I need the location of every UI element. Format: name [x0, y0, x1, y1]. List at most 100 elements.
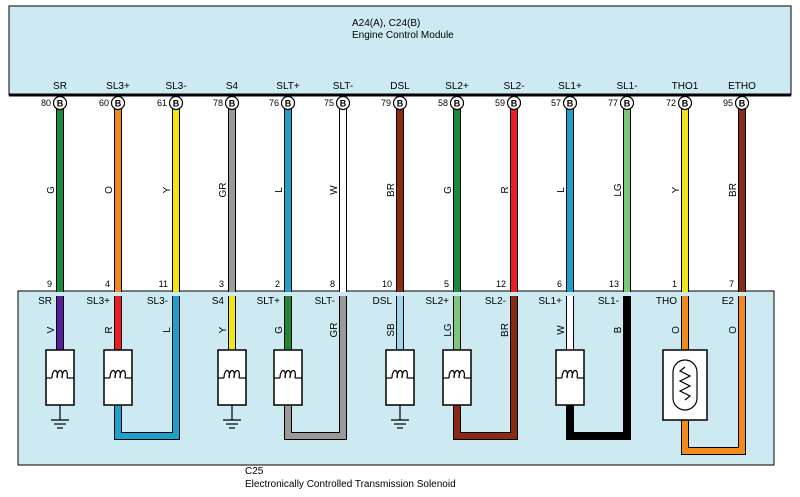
connector-badge-letter: B	[567, 99, 574, 109]
ecm-pin-number: 60	[99, 98, 109, 108]
ecm-pin-number: 75	[324, 98, 334, 108]
solenoid-pin-number: 7	[729, 279, 734, 289]
connector-badge-letter: B	[511, 99, 518, 109]
wire-color-code-upper: Y	[162, 186, 173, 193]
ecm-pin-label: DSL	[390, 81, 410, 92]
solenoid-pin-number: 4	[105, 279, 110, 289]
connector-badge-icon	[280, 95, 296, 111]
connector-badge-letter: B	[624, 99, 631, 109]
solenoid-pin-number: 1	[672, 279, 677, 289]
wire-color-code-upper: Y	[671, 186, 682, 193]
wire-color-code-lower: Y	[218, 326, 229, 333]
ecm-pin-number: 61	[157, 98, 167, 108]
connector-badge-icon	[335, 95, 351, 111]
solenoid-coil-icon	[442, 349, 472, 406]
wire-color-code-lower: O	[728, 326, 739, 334]
ecm-pin-number: 77	[608, 98, 618, 108]
wire-color-code-lower: LG	[443, 323, 454, 337]
wire-color-code-lower: W	[556, 325, 567, 335]
solenoid-pin-number: 10	[382, 279, 392, 289]
connector-badge-icon	[677, 95, 693, 111]
connector-badge-icon	[392, 95, 408, 111]
ecm-connectors-label: A24(A), C24(B)	[352, 18, 420, 29]
solenoid-terminal-label: SLT-	[315, 296, 335, 307]
sl2-return-loop	[453, 296, 518, 440]
solenoid-coil-icon	[45, 349, 75, 406]
slt-return-loop	[284, 296, 347, 440]
solenoid-terminal-label: THO	[656, 296, 677, 307]
connector-badge-icon	[110, 95, 126, 111]
wire-color-code-lower: GR	[329, 323, 340, 338]
connector-badge-letter: B	[682, 99, 689, 109]
wire-color-code-upper: L	[274, 187, 285, 193]
solenoid-pin-number: 6	[557, 279, 562, 289]
thermistor-icon	[662, 349, 708, 421]
wire-color-code-upper: G	[46, 186, 57, 194]
solenoid-pin-number: 5	[444, 279, 449, 289]
wire-color-code-upper: GR	[218, 183, 229, 198]
wire-color-code-upper: W	[329, 185, 340, 195]
connector-badge-letter: B	[340, 99, 347, 109]
connector-badge-icon	[52, 95, 68, 111]
ecm-pin-label: SL3+	[106, 81, 130, 92]
wire-color-code-upper: L	[556, 187, 567, 193]
solenoid-coil-icon	[385, 349, 415, 406]
ecm-pin-number: 79	[381, 98, 391, 108]
ecm-pin-label: THO1	[672, 81, 699, 92]
ground-icon	[223, 405, 241, 429]
connector-badge-letter: B	[397, 99, 404, 109]
wire-color-code-lower: L	[162, 327, 173, 333]
ecm-pin-number: 59	[495, 98, 505, 108]
solenoid-coil-icon	[217, 349, 247, 406]
connector-badge-icon	[619, 95, 635, 111]
ground-icon	[391, 405, 409, 429]
solenoid-terminal-label: S4	[212, 296, 225, 307]
solenoid-name-label: Electronically Controlled Transmission S…	[245, 479, 456, 490]
connector-badge-letter: B	[739, 99, 746, 109]
connector-badge-letter: B	[115, 99, 122, 109]
ecm-pin-label: SL1-	[616, 81, 637, 92]
solenoid-terminal-label: SL3-	[147, 296, 168, 307]
ecm-pin-label: SR	[53, 81, 67, 92]
connector-badge-letter: B	[229, 99, 236, 109]
connector-badge-icon	[224, 95, 240, 111]
solenoid-pin-number: 12	[496, 279, 506, 289]
wire-color-code-lower: B	[613, 326, 624, 333]
solenoid-terminal-label: SLT+	[257, 296, 281, 307]
ground-icon	[51, 405, 69, 429]
ecm-pin-label: S4	[226, 81, 239, 92]
wire-color-code-upper: BR	[728, 183, 739, 197]
ecm-pin-label: SL3-	[165, 81, 186, 92]
solenoid-pin-number: 3	[219, 279, 224, 289]
connector-badge-letter: B	[173, 99, 180, 109]
connector-badge-letter: B	[285, 99, 292, 109]
ecm-pin-label: SL2-	[503, 81, 524, 92]
ecm-panel	[8, 5, 792, 96]
wire-color-code-lower: R	[104, 326, 115, 333]
ecm-pin-label: SLT+	[276, 81, 300, 92]
solenoid-coil-icon	[555, 349, 585, 406]
solenoid-terminal-label: SR	[38, 296, 52, 307]
ecm-pin-number: 76	[269, 98, 279, 108]
connector-badge-icon	[449, 95, 465, 111]
solenoid-terminal-label: E2	[722, 296, 735, 307]
ecm-pin-number: 80	[41, 98, 51, 108]
wire-color-code-lower: G	[274, 326, 285, 334]
ecm-pin-number: 57	[551, 98, 561, 108]
wire-color-code-upper: R	[500, 186, 511, 193]
solenoid-coil-icon	[273, 349, 303, 406]
solenoid-terminal-label: DSL	[373, 296, 393, 307]
connector-badge-icon	[562, 95, 578, 111]
sl1-return-loop	[566, 296, 631, 440]
wire-color-code-upper: BR	[386, 183, 397, 197]
tho-return-loop	[681, 296, 746, 455]
solenoid-terminal-label: SL2+	[425, 296, 449, 307]
solenoid-terminal-label: SL1-	[598, 296, 619, 307]
wire-color-code-lower: O	[671, 326, 682, 334]
connector-badge-icon	[734, 95, 750, 111]
solenoid-pin-number: 13	[609, 279, 619, 289]
wire-color-code-lower: BR	[500, 323, 511, 337]
solenoid-connector-label: C25	[245, 466, 264, 477]
wire-color-code-lower: SB	[386, 323, 397, 337]
